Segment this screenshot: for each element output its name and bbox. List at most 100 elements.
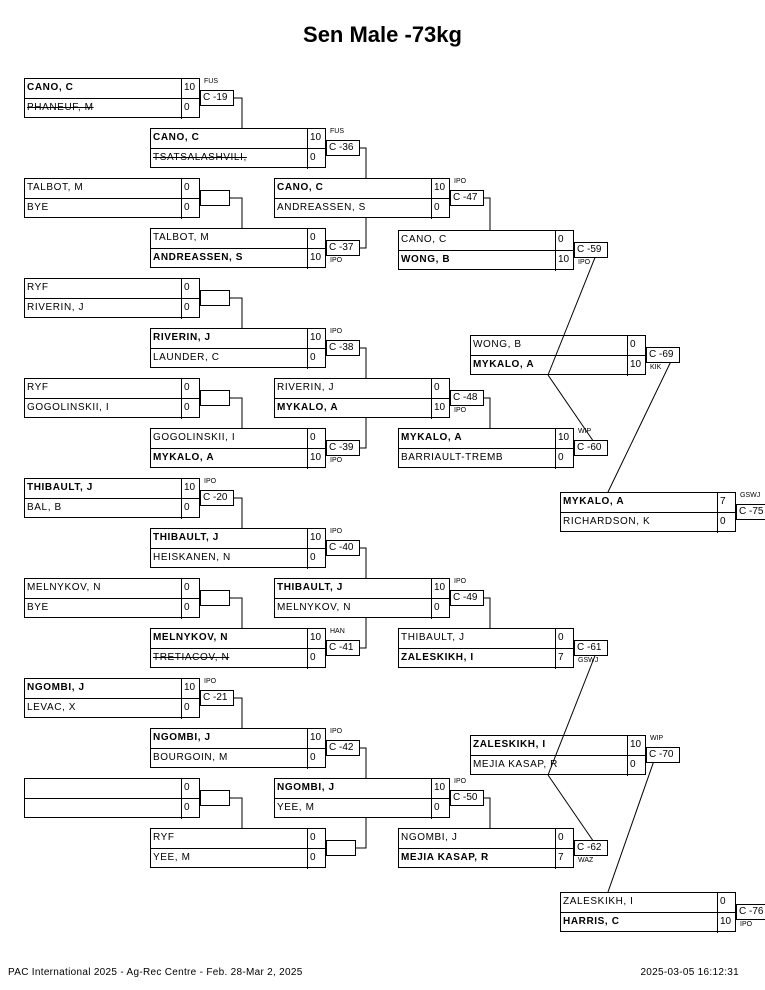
connector-line <box>234 97 243 128</box>
competitor-name: BYE <box>27 202 49 213</box>
match-id-label <box>200 590 230 606</box>
match-id-label: C -38 <box>326 340 360 356</box>
winner-club-code: HAN <box>330 628 345 635</box>
competitor-score: 0 <box>181 499 201 519</box>
connector-line <box>230 197 243 228</box>
competitor-name: BYE <box>27 602 49 613</box>
competitor-score: 10 <box>431 179 451 199</box>
competitor-name: ZALESKIKH, I <box>401 652 474 663</box>
competitor-name: BARRIAULT-TREMB <box>401 452 504 463</box>
competitor-name: NGOMBI, J <box>27 682 85 693</box>
competitor-name: HARRIS, C <box>563 916 620 927</box>
competitor-score: 10 <box>717 913 737 933</box>
competitor-name: NGOMBI, J <box>277 782 335 793</box>
winner-club-code: WAZ <box>578 857 594 864</box>
match-id-label: C -49 <box>450 590 484 606</box>
winner-club-code: IPO <box>740 921 753 928</box>
competitor-name: GOGOLINSKII, I <box>27 402 110 413</box>
competitor-name: ANDREASSEN, S <box>277 202 366 213</box>
competitor-name: MYKALO, A <box>473 359 535 370</box>
competitor-score: 10 <box>555 429 575 449</box>
competitor-score: 0 <box>181 199 201 219</box>
match-id-label: C -42 <box>326 740 360 756</box>
competitor-name: MELNYKOV, N <box>27 582 102 593</box>
competitor-score: 7 <box>555 849 575 869</box>
match-id-label <box>200 390 230 406</box>
competitor-score: 10 <box>307 249 327 269</box>
competitor-name: THIBAULT, J <box>27 482 93 493</box>
connector-line <box>360 547 367 578</box>
competitor-score: 0 <box>555 629 575 649</box>
competitor-score: 0 <box>307 349 327 369</box>
competitor-name: MEJIA KASAP, R <box>473 759 558 770</box>
competitor-name: THIBAULT, J <box>153 532 219 543</box>
competitor-name: MELNYKOV, N <box>153 632 229 643</box>
competitor-score: 10 <box>627 356 647 376</box>
connector-line <box>547 249 599 376</box>
competitor-name: CANO, C <box>401 234 447 245</box>
connector-line <box>547 647 599 776</box>
winner-club-code: IPO <box>330 257 343 264</box>
winner-club-code: WIP <box>578 428 592 435</box>
competitor-score: 0 <box>555 829 575 849</box>
competitor-score: 10 <box>307 729 327 749</box>
connector-line <box>547 774 599 849</box>
competitor-score: 7 <box>555 649 575 669</box>
winner-club-code: IPO <box>454 578 467 585</box>
match-id-label <box>200 790 230 806</box>
competitor-name: HEISKANEN, N <box>153 552 231 563</box>
competitor-name: RICHARDSON, K <box>563 516 651 527</box>
competitor-score: 0 <box>181 379 201 399</box>
competitor-score: 10 <box>307 629 327 649</box>
competitor-score: 0 <box>307 549 327 569</box>
match-id-label: C -50 <box>450 790 484 806</box>
connector-line <box>356 818 367 849</box>
competitor-score: 0 <box>307 829 327 849</box>
connector-line <box>230 397 243 428</box>
competitor-score: 10 <box>307 329 327 349</box>
match-id-label: C -47 <box>450 190 484 206</box>
competitor-score: 0 <box>431 799 451 819</box>
competitor-name: LAUNDER, C <box>153 352 220 363</box>
winner-club-code: IPO <box>330 457 343 464</box>
match-id-label: C -48 <box>450 390 484 406</box>
competitor-name: CANO, C <box>153 132 200 143</box>
match-id-label: C -70 <box>646 747 680 763</box>
connector-line <box>360 218 367 249</box>
competitor-score: 10 <box>555 251 575 271</box>
competitor-score: 0 <box>181 399 201 419</box>
competitor-name: WONG, B <box>473 339 522 350</box>
winner-club-code: IPO <box>454 178 467 185</box>
competitor-name: TRETIACOV, N <box>153 652 230 663</box>
competitor-name: MYKALO, A <box>277 402 339 413</box>
competitor-name: CANO, C <box>27 82 74 93</box>
winner-club-code: IPO <box>330 328 343 335</box>
competitor-score: 10 <box>431 399 451 419</box>
connector-line <box>230 597 243 628</box>
winner-club-code: FUS <box>204 78 218 85</box>
match-id-label <box>200 190 230 206</box>
match-id-label: C -69 <box>646 347 680 363</box>
competitor-score: 10 <box>181 479 201 499</box>
match-id-label <box>200 290 230 306</box>
match-id-label: C -19 <box>200 90 234 106</box>
competitor-score: 0 <box>181 699 201 719</box>
competitor-score: 0 <box>717 513 737 533</box>
competitor-score: 10 <box>181 79 201 99</box>
connector-line <box>607 354 675 493</box>
